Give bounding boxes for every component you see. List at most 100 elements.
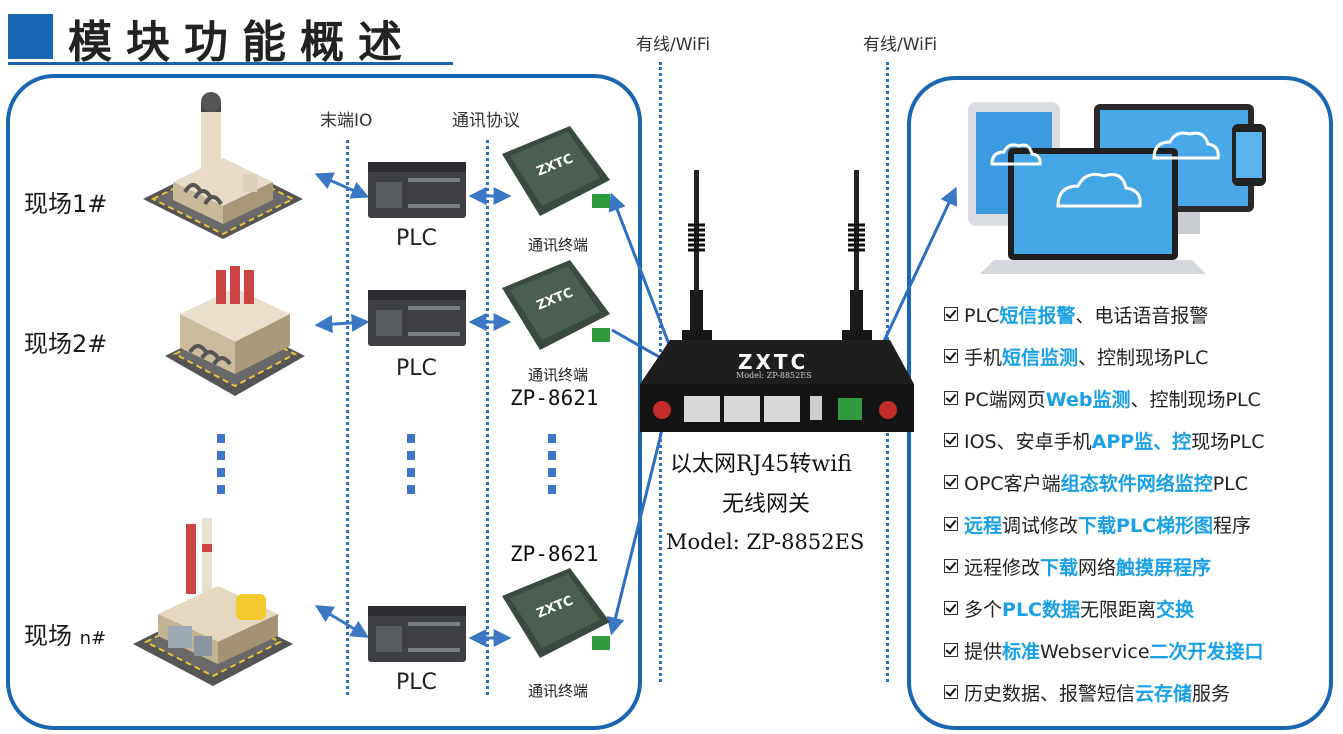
- gateway-description-line2: 无线网关: [722, 492, 811, 517]
- terminal-ellipsis: [548, 434, 556, 502]
- io-column-label: 末端IO: [320, 111, 373, 131]
- feature-item-9: 提供标准Webservice二次开发接口: [944, 637, 1264, 664]
- checkbox-icon: [944, 475, 958, 489]
- gateway-brand: ZXTC: [738, 350, 809, 374]
- factory-1-image: [143, 92, 303, 239]
- terminal-2-device: ZXTC: [500, 258, 612, 354]
- feature-text-10: 历史数据、报警短信云存储服务: [964, 683, 1230, 705]
- checkbox-icon: [944, 559, 958, 573]
- feature-highlight: 组态软件网络监控: [1060, 473, 1213, 495]
- plc-2-device: [368, 290, 466, 346]
- title-accent-block: [8, 14, 53, 59]
- feature-segment: 多个: [964, 599, 1003, 621]
- factory-n-image: [133, 518, 293, 686]
- feature-item-6: 远程调试修改下载PLC梯形图程序: [944, 511, 1251, 538]
- feature-item-7: 远程修改下载网络触摸屏程序: [944, 553, 1211, 580]
- feature-highlight: 交换: [1156, 599, 1195, 621]
- feature-segment: 历史数据、报警短信: [964, 683, 1136, 705]
- gateway-description-line1: 以太网RJ45转wifi: [670, 452, 852, 477]
- plc-n-device: [368, 606, 466, 662]
- feature-highlight: 云存储: [1135, 683, 1193, 705]
- protocol-column-label: 通讯协议: [452, 111, 520, 131]
- plc-ellipsis: [407, 434, 415, 502]
- feature-text-1: PLC短信报警、电话语音报警: [964, 305, 1208, 327]
- gateway-terminal1-link: [608, 192, 674, 353]
- feature-highlight: 下载PLC梯形图: [1078, 515, 1214, 537]
- page-title: 模块功能概述: [68, 17, 416, 68]
- feature-segment: 手机: [964, 347, 1003, 369]
- checkbox-icon: [944, 391, 958, 405]
- feature-item-5: OPC客户端组态软件网络监控PLC: [944, 469, 1248, 496]
- feature-segment: Webservice: [1040, 641, 1150, 663]
- gateway-device: ZXTC Model: ZP-8852ES: [640, 340, 914, 432]
- feature-text-8: 多个PLC数据无限距离交换: [964, 599, 1194, 621]
- site-n-suffix: n#: [79, 628, 107, 649]
- feature-segment: 程序: [1213, 515, 1252, 537]
- plc-1-label: PLC: [396, 226, 437, 251]
- terminal-1-device: ZXTC: [500, 124, 612, 220]
- title-underline: [8, 62, 453, 65]
- feature-segment: 、控制现场PLC: [1130, 389, 1261, 411]
- feature-segment: OPC客户端: [964, 473, 1061, 495]
- feature-segment: 远程修改: [964, 557, 1041, 579]
- gateway-model-small: Model: ZP-8852ES: [736, 371, 812, 380]
- feature-highlight: Web监测: [1045, 389, 1131, 411]
- feature-segment: 提供: [964, 641, 1003, 663]
- terminal-n-model: ZP-8621: [510, 542, 599, 566]
- feature-segment: IOS、安卓手机: [964, 431, 1092, 453]
- site-2-label: 现场2#: [24, 330, 108, 358]
- checkbox-icon: [944, 433, 958, 447]
- terminal-2-label: 通讯终端: [528, 366, 589, 384]
- feature-segment: PC端网页: [964, 389, 1046, 411]
- plc-2-label: PLC: [396, 356, 437, 381]
- feature-highlight: APP监、控: [1091, 431, 1192, 453]
- feature-text-7: 远程修改下载网络触摸屏程序: [964, 557, 1211, 579]
- io-column-divider: [346, 140, 349, 695]
- site-1-label: 现场1#: [24, 190, 108, 218]
- feature-highlight: 远程: [964, 515, 1003, 537]
- feature-item-4: IOS、安卓手机APP监、控现场PLC: [944, 427, 1265, 454]
- feature-highlight: 标准: [1002, 641, 1041, 663]
- terminal-n-label: 通讯终端: [528, 682, 589, 700]
- feature-text-3: PC端网页Web监测、控制现场PLC: [964, 389, 1261, 411]
- feature-segment: 网络: [1078, 557, 1117, 579]
- checkbox-icon: [944, 349, 958, 363]
- network-label-right: 有线/WiFi: [863, 35, 938, 55]
- feature-segment: 、电话语音报警: [1075, 305, 1209, 327]
- site-n-label: 现场 n#: [24, 616, 106, 651]
- terminal-n-device: ZXTC: [500, 566, 612, 662]
- plc-1-device: [368, 162, 466, 218]
- checkbox-icon: [944, 601, 958, 615]
- feature-highlight: 短信监测: [1002, 347, 1079, 369]
- factory-2-image: [165, 266, 305, 396]
- feature-segment: 现场PLC: [1191, 431, 1265, 453]
- checkbox-icon: [944, 643, 958, 657]
- feature-text-4: IOS、安卓手机APP监、控现场PLC: [964, 431, 1265, 453]
- feature-segment: 调试修改: [1002, 515, 1079, 537]
- terminal-1-label: 通讯终端: [528, 236, 589, 254]
- feature-highlight: 触摸屏程序: [1116, 557, 1212, 579]
- gateway-cloud-link: [876, 186, 958, 355]
- feature-text-6: 远程调试修改下载PLC梯形图程序: [964, 515, 1251, 537]
- feature-highlight: 短信报警: [999, 305, 1076, 327]
- feature-text-9: 提供标准Webservice二次开发接口: [964, 641, 1264, 663]
- site2-plc-arrow: [314, 313, 370, 334]
- feature-segment: 无限距离: [1080, 599, 1157, 621]
- plc-n-label: PLC: [396, 670, 437, 695]
- checkbox-icon: [944, 685, 958, 699]
- siten-plc-arrow: [314, 605, 370, 638]
- network-label-left: 有线/WiFi: [636, 35, 711, 55]
- terminal-2-model: ZP-8621: [510, 386, 599, 410]
- feature-text-5: OPC客户端组态软件网络监控PLC: [964, 473, 1248, 495]
- site-ellipsis: [217, 434, 225, 502]
- feature-item-8: 多个PLC数据无限距离交换: [944, 595, 1194, 622]
- gateway-terminalN-link: [606, 429, 664, 636]
- feature-highlight: 下载: [1040, 557, 1079, 579]
- feature-text-2: 手机短信监测、控制现场PLC: [964, 347, 1208, 369]
- checkbox-icon: [944, 517, 958, 531]
- protocol-column-divider: [486, 140, 489, 695]
- feature-item-2: 手机短信监测、控制现场PLC: [944, 343, 1208, 370]
- client-devices-image: [968, 102, 1266, 274]
- feature-segment: PLC: [964, 305, 1000, 327]
- feature-highlight: 二次开发接口: [1149, 641, 1264, 663]
